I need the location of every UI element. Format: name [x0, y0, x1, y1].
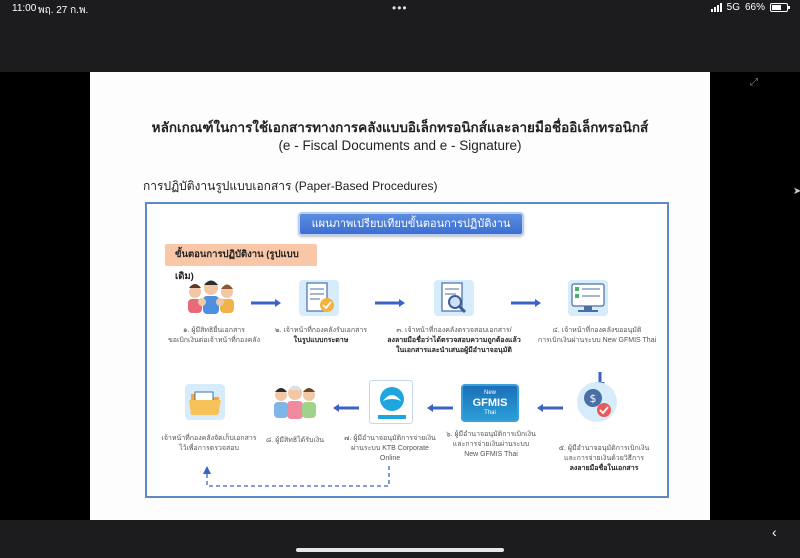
step-5-line-2: และการจ่ายเงินด้วยวิธีการ [564, 455, 644, 462]
dashed-return-arrow [203, 466, 390, 487]
step-5-label: ๕. ผู้มีอำนาจอนุมัติการเบิกเงิน และการจ่… [543, 444, 665, 474]
signal-icon [710, 3, 722, 12]
arrow-left-icon [537, 404, 563, 412]
step-9-line-2: ไว้เพื่อการตรวจสอบ [179, 445, 239, 452]
step-1-label: ๑. ผู้มีสิทธิยื่นเอกสาร ขอเบิกเงินต่อเจ้… [155, 326, 273, 346]
multitask-dots-icon[interactable]: ••• [392, 1, 408, 15]
expand-icon[interactable]: ⤢ [750, 77, 758, 88]
status-bar: 11:00 พฤ. 27 ก.พ. ••• 5G 66% [0, 0, 800, 72]
step-8-label: ๘. ผู้มีสิทธิได้รับเงิน [255, 436, 335, 446]
step-3-line-3: ในเอกสารและนำเสนอผู้มีอำนาจอนุมัติ [379, 346, 529, 356]
step-6-line-2: และการจ่ายเงินผ่านระบบ [452, 441, 530, 448]
computer-checklist-icon [568, 280, 608, 316]
arrow-left-icon [333, 404, 359, 412]
step-7-label: ๗. ผู้มีอำนาจอนุมัติการจ่ายเงิน ผ่านระบบ… [335, 434, 445, 464]
gfmis-logo-sub: Thai [484, 410, 496, 416]
arrow-right-icon [375, 299, 405, 307]
procedure-diagram: แผนภาพเปรียบเทียบขั้นตอนการปฏิบัติงาน ขั… [145, 202, 669, 498]
step-8-line-1: ๘. ผู้มีสิทธิได้รับเงิน [265, 437, 325, 444]
recipients-icon [274, 385, 316, 419]
step-4-line-2: การเบิกเงินผ่านระบบ New GFMIS Thai [537, 337, 657, 344]
svg-text:$: $ [590, 392, 597, 405]
arrow-right-icon [251, 299, 281, 307]
people-group-icon [188, 280, 234, 314]
status-date: พฤ. 27 ก.พ. [38, 5, 89, 16]
step-3-bold-2: ในเอกสารและนำเสนอผู้มีอำนาจอนุมัติ [396, 347, 512, 354]
step-5-bold: ลงลายมือชื่อในเอกสาร [569, 465, 639, 472]
gfmis-logo: New GFMIS Thai [461, 384, 519, 422]
step-7-line-2: ผ่านระบบ KTB Corporate [351, 445, 429, 452]
step-3-label: ๓. เจ้าหน้าที่กองคลังตรวจสอบเอกสาร/ ลงลา… [379, 326, 529, 356]
step-4-label: ๔. เจ้าหน้าที่กองคลังขออนุมัติ การเบิกเง… [527, 326, 667, 346]
cursor-icon: ➤ [793, 186, 800, 197]
step-7-line-1: ๗. ผู้มีอำนาจอนุมัติการจ่ายเงิน [344, 435, 436, 442]
step-6-line-3: New GFMIS Thai [464, 451, 518, 458]
section-title: การปฏิบัติงานรูปแบบเอกสาร (Paper-Based P… [143, 179, 438, 193]
status-indicators: 5G 66% [710, 2, 790, 13]
step-6-label: ๖. ผู้มีอำนาจอนุมัติการเบิกเงิน และการจ่… [439, 430, 543, 460]
step-1-line-2: ขอเบิกเงินต่อเจ้าหน้าที่กองคลัง [167, 337, 261, 344]
step-9-line-1: เจ้าหน้าที่กองคลังจัดเก็บเอกสาร [161, 435, 257, 442]
slide-title-thai: หลักเกณฑ์ในการใช้เอกสารทางการคลังแบบอิเล… [151, 120, 649, 135]
document-check-icon [299, 280, 339, 316]
step-6-line-1: ๖. ผู้มีอำนาจอนุมัติการเบิกเงิน [446, 431, 536, 438]
chevron-left-icon[interactable]: ‹ [772, 524, 777, 540]
step-9-label: เจ้าหน้าที่กองคลังจัดเก็บเอกสาร ไว้เพื่อ… [157, 434, 261, 454]
document-search-icon [434, 280, 474, 316]
step-2-line-1: ๒. เจ้าหน้าที่กองคลังรับเอกสาร [274, 327, 368, 334]
battery-fill [772, 5, 782, 10]
step-5-line-3: ลงลายมือชื่อในเอกสาร [543, 464, 665, 474]
step-3-line-1: ๓. เจ้าหน้าที่กองคลังตรวจสอบเอกสาร/ [396, 327, 512, 334]
arrow-left-icon [427, 404, 453, 412]
bottom-bar [0, 520, 800, 558]
step-2-line-2: ในรูปแบบกระดาษ [263, 336, 379, 346]
steps-header: ขั้นตอนการปฏิบัติงาน (รูปแบบเดิม) [165, 244, 317, 282]
signature-approval-icon: $ [577, 382, 617, 422]
gfmis-logo-main: GFMIS [472, 397, 508, 409]
folder-icon [185, 384, 225, 420]
step-2-bold: ในรูปแบบกระดาษ [293, 337, 349, 344]
network-label: 5G [726, 2, 740, 13]
battery-icon [770, 3, 790, 12]
presentation-slide: หลักเกณฑ์ในการใช้เอกสารทางการคลังแบบอิเล… [90, 72, 710, 520]
step-5-line-1: ๕. ผู้มีอำนาจอนุมัติการเบิกเงิน [558, 445, 650, 452]
step-4-line-1: ๔. เจ้าหน้าที่กองคลังขออนุมัติ [552, 327, 642, 334]
ktb-bird-icon [378, 387, 406, 419]
step-3-bold: ลงลายมือชื่อว่าได้ตรวจสอบความถูกต้องแล้ว [387, 337, 521, 344]
battery-percent: 66% [744, 2, 765, 13]
step-1-line-1: ๑. ผู้มีสิทธิยื่นเอกสาร [183, 327, 245, 334]
home-indicator[interactable] [296, 548, 504, 552]
diagram-banner: แผนภาพเปรียบเทียบขั้นตอนการปฏิบัติงาน [298, 212, 524, 236]
step-7-line-3: Online [379, 455, 401, 462]
step-3-line-2: ลงลายมือชื่อว่าได้ตรวจสอบความถูกต้องแล้ว [379, 336, 529, 346]
gfmis-logo-top: New [483, 390, 496, 396]
step-2-label: ๒. เจ้าหน้าที่กองคลังรับเอกสาร ในรูปแบบก… [263, 326, 379, 346]
arrow-right-icon [511, 299, 541, 307]
status-time: 11:00 [12, 3, 37, 14]
ktb-logo [369, 380, 413, 424]
slide-title-english: (e - Fiscal Documents and e - Signature) [278, 138, 522, 153]
